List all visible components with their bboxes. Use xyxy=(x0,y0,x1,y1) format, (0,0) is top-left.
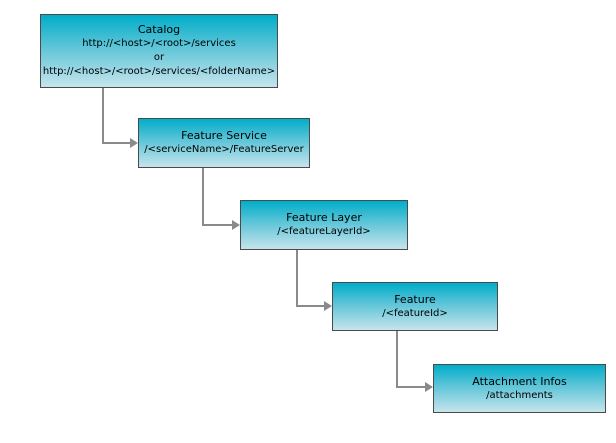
node-feature-service-title: Feature Service xyxy=(181,129,267,142)
arrow-right-icon xyxy=(130,138,138,148)
node-feature-layer: Feature Layer /<featureLayerId> xyxy=(240,200,408,250)
node-feature-layer-path: /<featureLayerId> xyxy=(277,226,371,237)
arrow-right-icon xyxy=(425,382,433,392)
node-catalog-url-2: http://<host>/<root>/services/<folderNam… xyxy=(42,66,276,77)
connector-service-to-layer-vertical-line xyxy=(202,168,204,226)
arrow-right-icon xyxy=(324,301,332,311)
node-catalog-or: or xyxy=(153,52,165,63)
connector-catalog-to-service-horizontal-line xyxy=(102,142,131,144)
connector-catalog-to-service-vertical-line xyxy=(102,88,104,144)
node-attachment-infos-path: /attachments xyxy=(486,389,553,401)
node-feature: Feature /<featureId> xyxy=(332,282,498,331)
node-attachment-infos-title: Attachment Infos xyxy=(472,374,567,388)
connector-layer-to-feature-vertical-line xyxy=(296,250,298,307)
node-feature-service: Feature Service /<serviceName>/FeatureSe… xyxy=(138,118,310,168)
node-attachment-infos: Attachment Infos /attachments xyxy=(433,364,606,413)
connector-feature-to-attachments-horizontal-line xyxy=(396,386,426,388)
arrow-right-icon xyxy=(232,220,240,230)
node-feature-title: Feature xyxy=(394,292,436,306)
node-feature-path: /<featureId> xyxy=(382,307,448,319)
node-feature-layer-title: Feature Layer xyxy=(286,211,362,224)
node-feature-service-path: /<serviceName>/FeatureServer xyxy=(144,144,304,155)
node-catalog-title: Catalog xyxy=(137,23,181,36)
node-catalog-url-1: http://<host>/<root>/services xyxy=(82,38,236,49)
connector-service-to-layer-horizontal-line xyxy=(202,224,233,226)
node-catalog: Catalog http://<host>/<root>/services or… xyxy=(40,14,278,88)
connector-feature-to-attachments-vertical-line xyxy=(396,331,398,388)
connector-layer-to-feature-horizontal-line xyxy=(296,305,325,307)
